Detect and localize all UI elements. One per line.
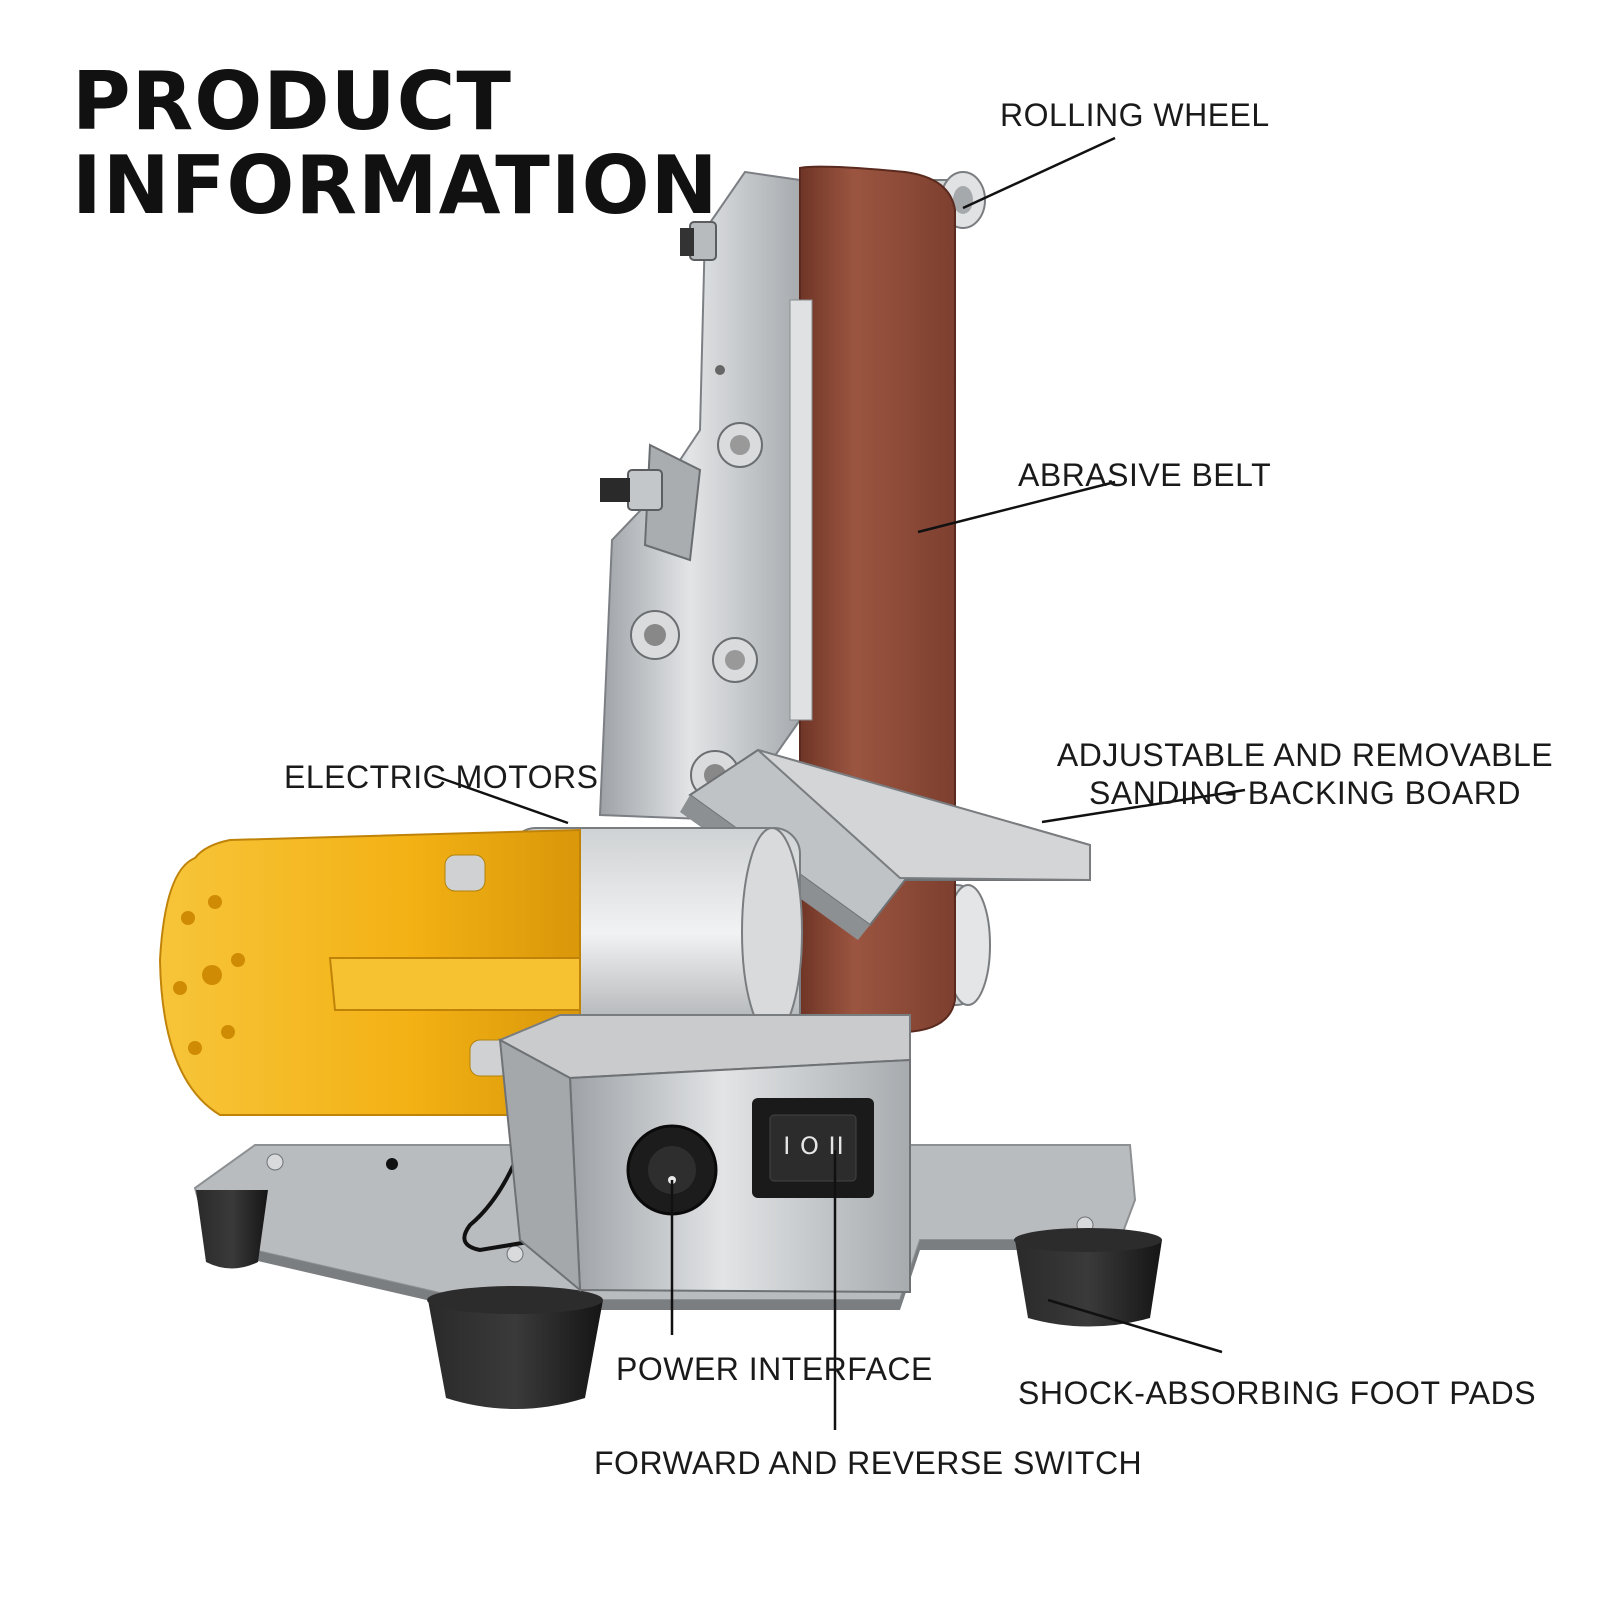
title-line-1: PRODUCT xyxy=(72,55,512,148)
title-line-2: INFORMATION xyxy=(72,139,719,232)
page-title: PRODUCT INFORMATION xyxy=(72,60,719,228)
tension-arm xyxy=(600,443,702,562)
switch-symbol: I O II xyxy=(783,1132,845,1160)
motor-cap xyxy=(158,828,581,1116)
foot-pad-left-front xyxy=(427,1286,603,1409)
leader-rolling-wheel xyxy=(962,136,1116,210)
leader-electric-motors xyxy=(431,773,569,825)
label-foot-pads: SHOCK-ABSORBING FOOT PADS xyxy=(1018,1375,1537,1411)
power-interface-jack xyxy=(626,1124,718,1216)
label-abrasive-belt: ABRASIVE BELT xyxy=(1018,457,1272,493)
label-backing-board: ADJUSTABLE AND REMOVABLE SANDING BACKING… xyxy=(1055,736,1555,812)
label-rolling-wheel: ROLLING WHEEL xyxy=(1000,97,1270,133)
upright-plate xyxy=(598,170,801,822)
foot-pad-left-rear xyxy=(196,1190,268,1269)
switch-housing xyxy=(497,1014,911,1294)
label-backing-board-line-1: ADJUSTABLE AND REMOVABLE xyxy=(1056,737,1554,773)
label-electric-motors: ELECTRIC MOTORS xyxy=(284,759,599,795)
electric-motor xyxy=(509,827,803,1039)
leader-foot-pads xyxy=(1047,1298,1223,1354)
leader-backing-board xyxy=(1041,788,1246,824)
label-power-interface: POWER INTERFACE xyxy=(616,1351,933,1387)
label-backing-board-line-2: SANDING BACKING BOARD xyxy=(1089,775,1521,811)
label-switch: FORWARD AND REVERSE SWITCH xyxy=(594,1445,1143,1481)
top-adjust-bolt xyxy=(680,221,717,261)
callout-lines xyxy=(431,136,1246,1430)
leader-abrasive-belt xyxy=(917,480,1116,534)
foot-pad-right xyxy=(1014,1228,1162,1327)
